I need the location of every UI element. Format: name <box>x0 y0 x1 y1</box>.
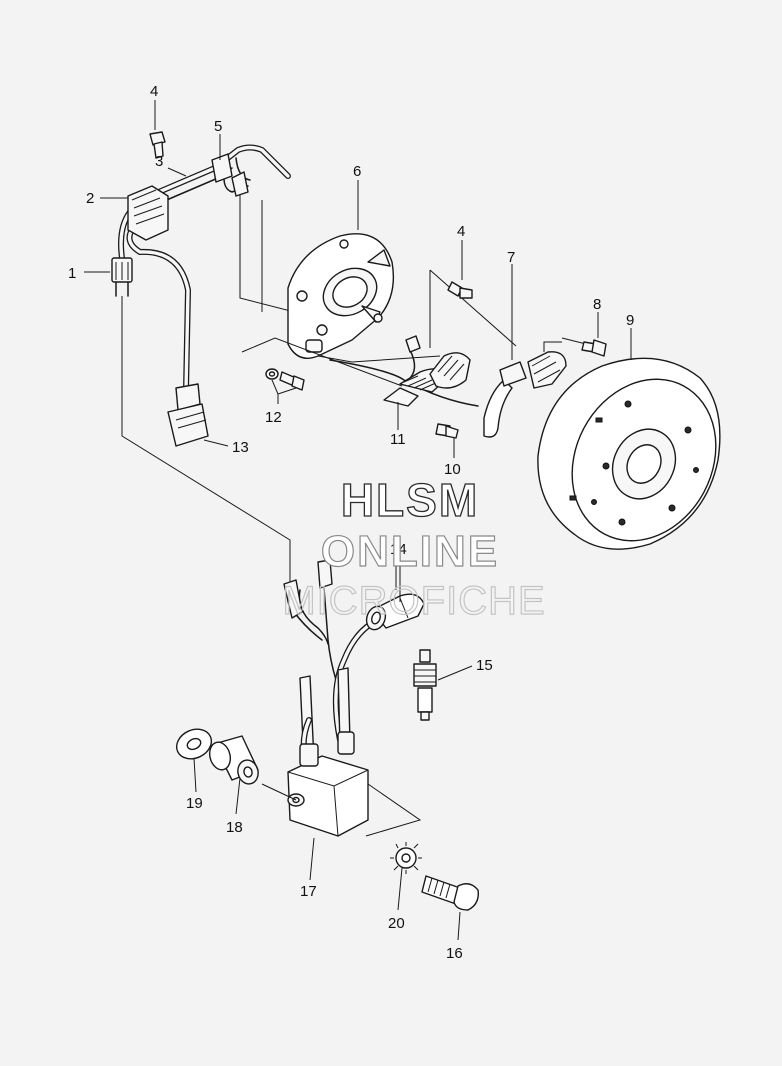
callout-5: 5 <box>214 118 222 135</box>
screw-10 <box>435 423 459 439</box>
callout-9: 9 <box>626 312 634 329</box>
wire-clamp-5 <box>211 153 249 197</box>
exciter-coil-7 <box>483 341 567 438</box>
washer-19 <box>175 728 213 760</box>
spark-plug-15 <box>413 649 437 721</box>
callout-4-top: 4 <box>150 83 158 100</box>
connector-1 <box>111 257 133 297</box>
callout-11: 11 <box>390 431 406 448</box>
callout-8: 8 <box>593 296 601 313</box>
charging-coil <box>429 352 471 389</box>
callout-14: 14 <box>390 541 407 558</box>
watermark-line-3: MICROFICHE <box>282 579 545 623</box>
callout-20: 20 <box>388 915 405 932</box>
watermark-line-2: ONLINE <box>321 527 499 576</box>
watermark: HLSM ONLINE MICROFICHE <box>282 473 546 623</box>
callout-10: 10 <box>444 461 461 478</box>
callout-13: 13 <box>232 439 249 456</box>
callout-6: 6 <box>353 163 361 180</box>
callout-1: 1 <box>68 265 76 282</box>
connector-13 <box>167 383 209 447</box>
flywheel-9 <box>537 357 721 550</box>
callout-16: 16 <box>446 945 463 962</box>
collar-18 <box>208 735 259 785</box>
lock-washer-20 <box>390 842 422 874</box>
callout-leaders <box>84 100 632 941</box>
callout-17: 17 <box>300 883 317 900</box>
callout-3: 3 <box>155 153 163 170</box>
callout-4-middle: 4 <box>457 223 465 240</box>
callout-12: 12 <box>265 409 282 426</box>
callout-19: 19 <box>186 795 203 812</box>
callout-15: 15 <box>476 657 493 674</box>
stator-plate-6 <box>287 233 395 359</box>
screw-with-washer-12 <box>265 368 305 391</box>
watermark-line-1: HLSM <box>341 474 479 526</box>
callout-7: 7 <box>507 249 515 266</box>
spark-plug-cap-14 <box>365 593 425 631</box>
screw-4-middle <box>429 269 517 348</box>
wire-harness <box>118 144 319 393</box>
bolt-16 <box>421 875 479 911</box>
callout-18: 18 <box>226 819 243 836</box>
screw-4-top <box>149 131 166 159</box>
callout-2: 2 <box>86 190 94 207</box>
screw-8 <box>561 337 607 357</box>
callout-labels: 1 2 3 4 4 5 6 7 8 9 10 11 12 13 14 15 16… <box>68 83 634 962</box>
ignition-coil-17 <box>261 559 422 837</box>
harness-grommet-2 <box>127 185 169 241</box>
